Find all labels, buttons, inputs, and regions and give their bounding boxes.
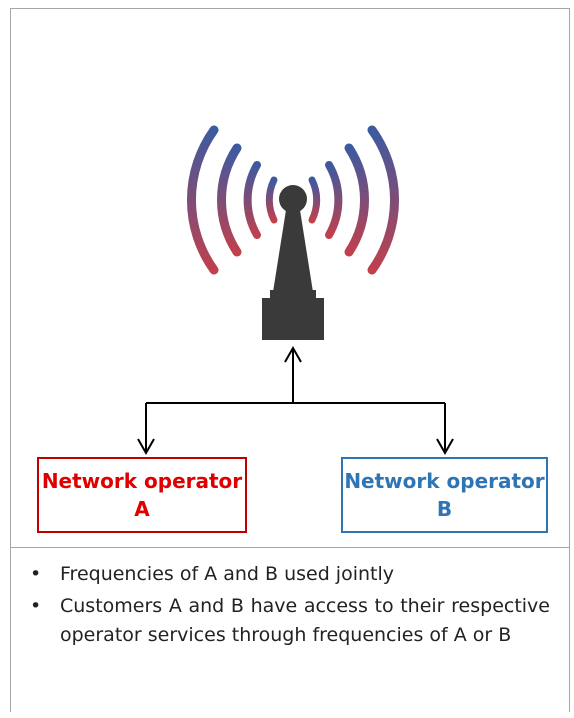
bullet-icon: •: [30, 595, 42, 617]
diagram-frame: [10, 8, 570, 712]
down-arrowhead-b: [436, 438, 454, 456]
operator-b-label: Network operator B: [344, 469, 545, 521]
list-item: • Customers A and B have access to their…: [30, 592, 550, 650]
list-item: • Frequencies of A and B used jointly: [30, 560, 550, 589]
note-text: Customers A and B have access to their r…: [60, 595, 550, 646]
up-arrowhead: [284, 345, 302, 363]
down-arrowhead-a: [137, 438, 155, 456]
antenna-tower-icon: [262, 185, 324, 340]
operator-b-box: Network operator B: [341, 457, 548, 533]
operator-a-box: Network operator A: [37, 457, 247, 533]
radio-waves-icon: [187, 125, 399, 275]
note-text: Frequencies of A and B used jointly: [60, 563, 394, 585]
notes-list: • Frequencies of A and B used jointly • …: [30, 560, 550, 653]
section-divider: [10, 547, 570, 548]
operator-a-label: Network operator A: [41, 469, 243, 521]
bullet-icon: •: [30, 563, 42, 585]
connector-arrows: [137, 345, 454, 456]
